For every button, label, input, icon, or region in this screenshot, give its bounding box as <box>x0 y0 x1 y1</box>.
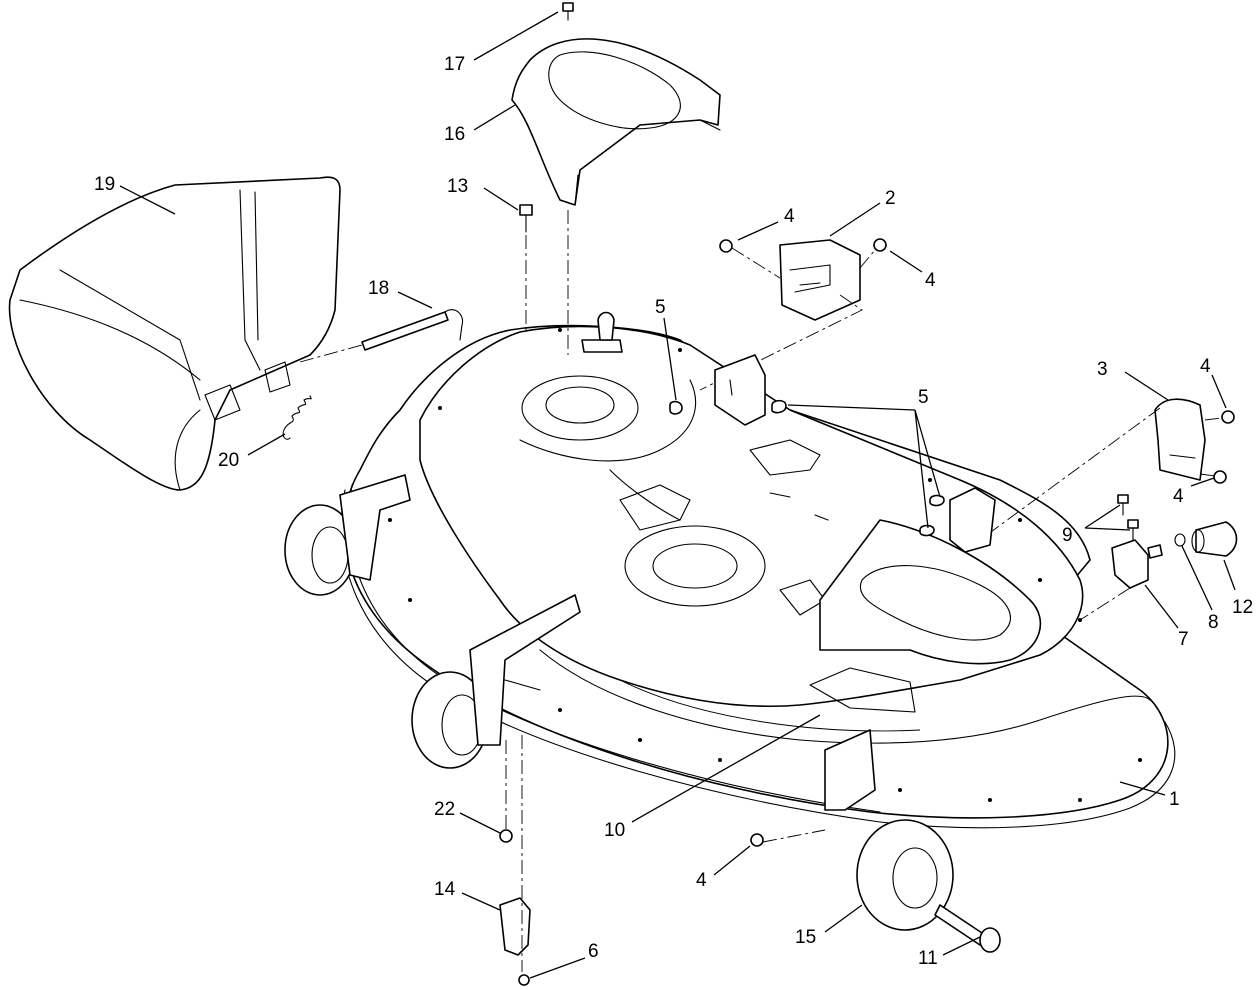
callout-20: 20 <box>218 450 239 471</box>
discharge-chute <box>8 176 341 491</box>
callout-10: 10 <box>604 820 625 841</box>
bolt-15 <box>562 2 574 21</box>
callout-16: 11 <box>918 948 938 969</box>
mower-deck-housing <box>340 324 1176 829</box>
callout-5-right: 5 <box>918 387 929 408</box>
callout-17: 15 <box>795 927 816 948</box>
deck-grease-fitting <box>581 311 623 353</box>
bracket-2 <box>699 238 887 391</box>
caster-wheel-left <box>284 474 411 596</box>
callout-5-left: 5 <box>655 297 666 318</box>
bracket-13 <box>499 735 531 986</box>
bolt-11 <box>519 204 533 233</box>
callout-9: 9 <box>1062 525 1073 546</box>
callout-4-right-top: 4 <box>1200 356 1211 377</box>
caster-wheel-front-left <box>411 594 581 769</box>
callout-8: 8 <box>1208 612 1219 633</box>
callout-4-top-right: 4 <box>925 270 936 291</box>
callout-13: 14 <box>434 879 456 900</box>
callout-4-bottom: 4 <box>696 870 707 891</box>
callout-19: 19 <box>94 174 115 195</box>
belt-cover <box>511 38 721 206</box>
torsion-spring <box>282 395 312 440</box>
bracket-3 <box>979 398 1235 541</box>
bracket-center <box>669 354 787 426</box>
nut-4-lower <box>750 829 826 847</box>
chute-rod <box>299 309 464 363</box>
callout-6: 6 <box>588 941 599 962</box>
callout-18: 18 <box>368 278 389 299</box>
leader-lines <box>119 11 1236 979</box>
wheel-axle-16 <box>934 904 1001 953</box>
callout-12: 12 <box>1232 597 1253 618</box>
callout-4-right-bottom: 4 <box>1173 486 1184 507</box>
caster-wheel-front-right <box>824 729 954 931</box>
callout-4-top-left: 4 <box>784 206 795 227</box>
callout-3: 3 <box>1097 359 1108 380</box>
callout-22: 22 <box>434 799 455 820</box>
callout-1: 1 <box>1169 789 1180 810</box>
callout-labels: 17 16 13 19 18 20 2 4 4 5 5 3 4 4 9 7 8 … <box>94 54 1253 969</box>
callout-7: 7 <box>1178 629 1189 650</box>
callout-2: 2 <box>885 188 896 209</box>
callout-15: 17 <box>444 54 465 75</box>
callout-11: 13 <box>447 176 468 197</box>
deck-rim-holes <box>388 328 1142 802</box>
callout-14: 16 <box>444 124 465 145</box>
fitting-assembly <box>1079 494 1238 621</box>
bracket-right-lower <box>919 487 996 553</box>
